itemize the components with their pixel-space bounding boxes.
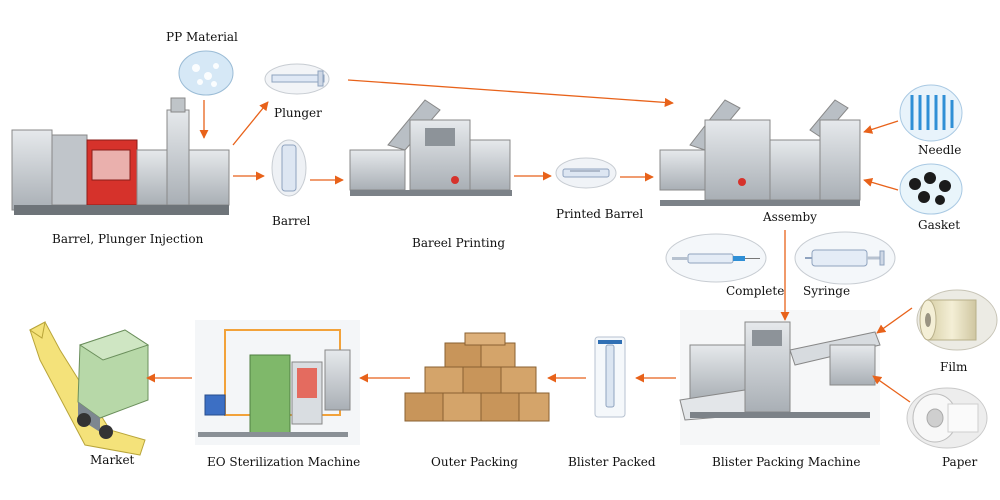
complete-syringe-with-needle-image [665,233,767,283]
label-market: Market [90,453,135,467]
film-roll-image [916,289,998,351]
eo-sterilization-machine-image [195,320,360,445]
barrel-image [271,139,307,197]
arrow-gasket-to-assembly [863,177,899,191]
flow-arrows [146,79,913,403]
printed-barrel-image [555,157,617,189]
label-barrel-plunger-injection: Barrel, Plunger Injection [52,232,204,246]
arrow-plunger-to-assembly [347,79,674,107]
pp-material-image [178,50,234,96]
arrow-film-to-blister [876,307,913,334]
label-printed-barrel: Printed Barrel [556,207,644,221]
blister-packed-image [594,336,626,418]
arrow-paper-to-blister [872,375,911,403]
plunger-image [264,63,330,95]
complete-syringe-image [794,231,896,285]
label-blister-packed: Blister Packed [568,455,656,469]
label-eo-sterilization-machine: EO Sterilization Machine [207,455,361,469]
label-pp-material: PP Material [166,30,238,44]
label-blister-packing-machine: Blister Packing Machine [712,455,861,469]
label-barrel: Barrel [272,214,311,228]
paper-roll-image [906,387,988,449]
label-bareel-printing: Bareel Printing [412,236,506,250]
blister-packing-machine-image [679,310,881,445]
gasket-image [899,163,963,215]
label-complete: Complete [726,284,785,298]
label-needle: Needle [918,143,962,157]
market-truck-image [29,321,150,456]
label-plunger: Plunger [274,106,322,120]
barrel-printing-machine-image [349,99,512,196]
label-assemby: Assemby [763,210,817,224]
needle-image [899,84,963,142]
label-outer-packing: Outer Packing [431,455,518,469]
label-syringe: Syringe [803,284,851,298]
assembly-machine-image [659,99,861,206]
injection-machine-image [11,97,230,215]
outer-packing-cartons-image [404,332,550,422]
label-paper: Paper [942,455,978,469]
label-gasket: Gasket [918,218,961,232]
label-film: Film [940,360,968,374]
arrow-needle-to-assembly [863,120,899,134]
arrow-injection-to-plunger [232,101,269,146]
